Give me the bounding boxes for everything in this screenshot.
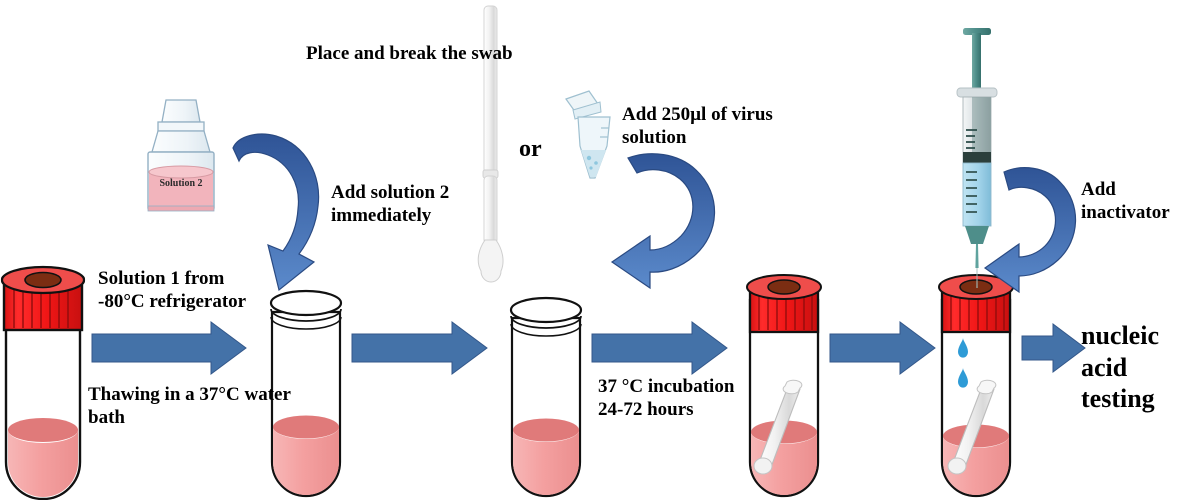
arrow-add-inactivator: [983, 167, 1077, 294]
arrow-tube5-to-testing: [1021, 323, 1086, 373]
label-add-inactivator: Add inactivator: [1081, 179, 1170, 224]
label-nucleic-acid-testing: nucleic acid testing: [1081, 321, 1159, 414]
label-thawing-water-bath: Thawing in a 37°C water bath: [88, 384, 291, 429]
label-or: or: [519, 136, 542, 162]
label-add-solution2-immediately: Add solution 2 immediately: [331, 182, 450, 227]
label-solution1-from-refrigerator: Solution 1 from -80°C refrigerator: [98, 268, 247, 313]
arrow-tube3-to-tube4: [591, 321, 728, 375]
label-add-virus-solution: Add 250µl of virus solution: [622, 104, 773, 149]
arrow-tube1-to-tube2: [91, 321, 247, 375]
swab-in-tube-5: [947, 379, 997, 475]
swab-in-tube-4: [753, 379, 803, 475]
tube-5: [938, 274, 1014, 498]
label-place-and-break-the-swab: Place and break the swab: [306, 43, 513, 64]
label-solution2-bottle-text: Solution 2: [159, 178, 203, 189]
eppendorf-virus-tube: [565, 90, 611, 179]
solution2-bottle: [147, 99, 215, 212]
tube-3: [509, 296, 583, 498]
tube-4: [746, 274, 822, 498]
inactivator-droplets: [958, 338, 968, 388]
tube-1: [0, 265, 86, 500]
label-incubation-time: 37 °C incubation 24-72 hours: [598, 376, 735, 421]
arrow-tube2-to-tube3: [351, 321, 488, 375]
arrow-add-virus-solution: [610, 153, 716, 290]
arrow-tube4-to-tube5: [829, 321, 936, 375]
syringe-inactivator: [956, 28, 998, 288]
